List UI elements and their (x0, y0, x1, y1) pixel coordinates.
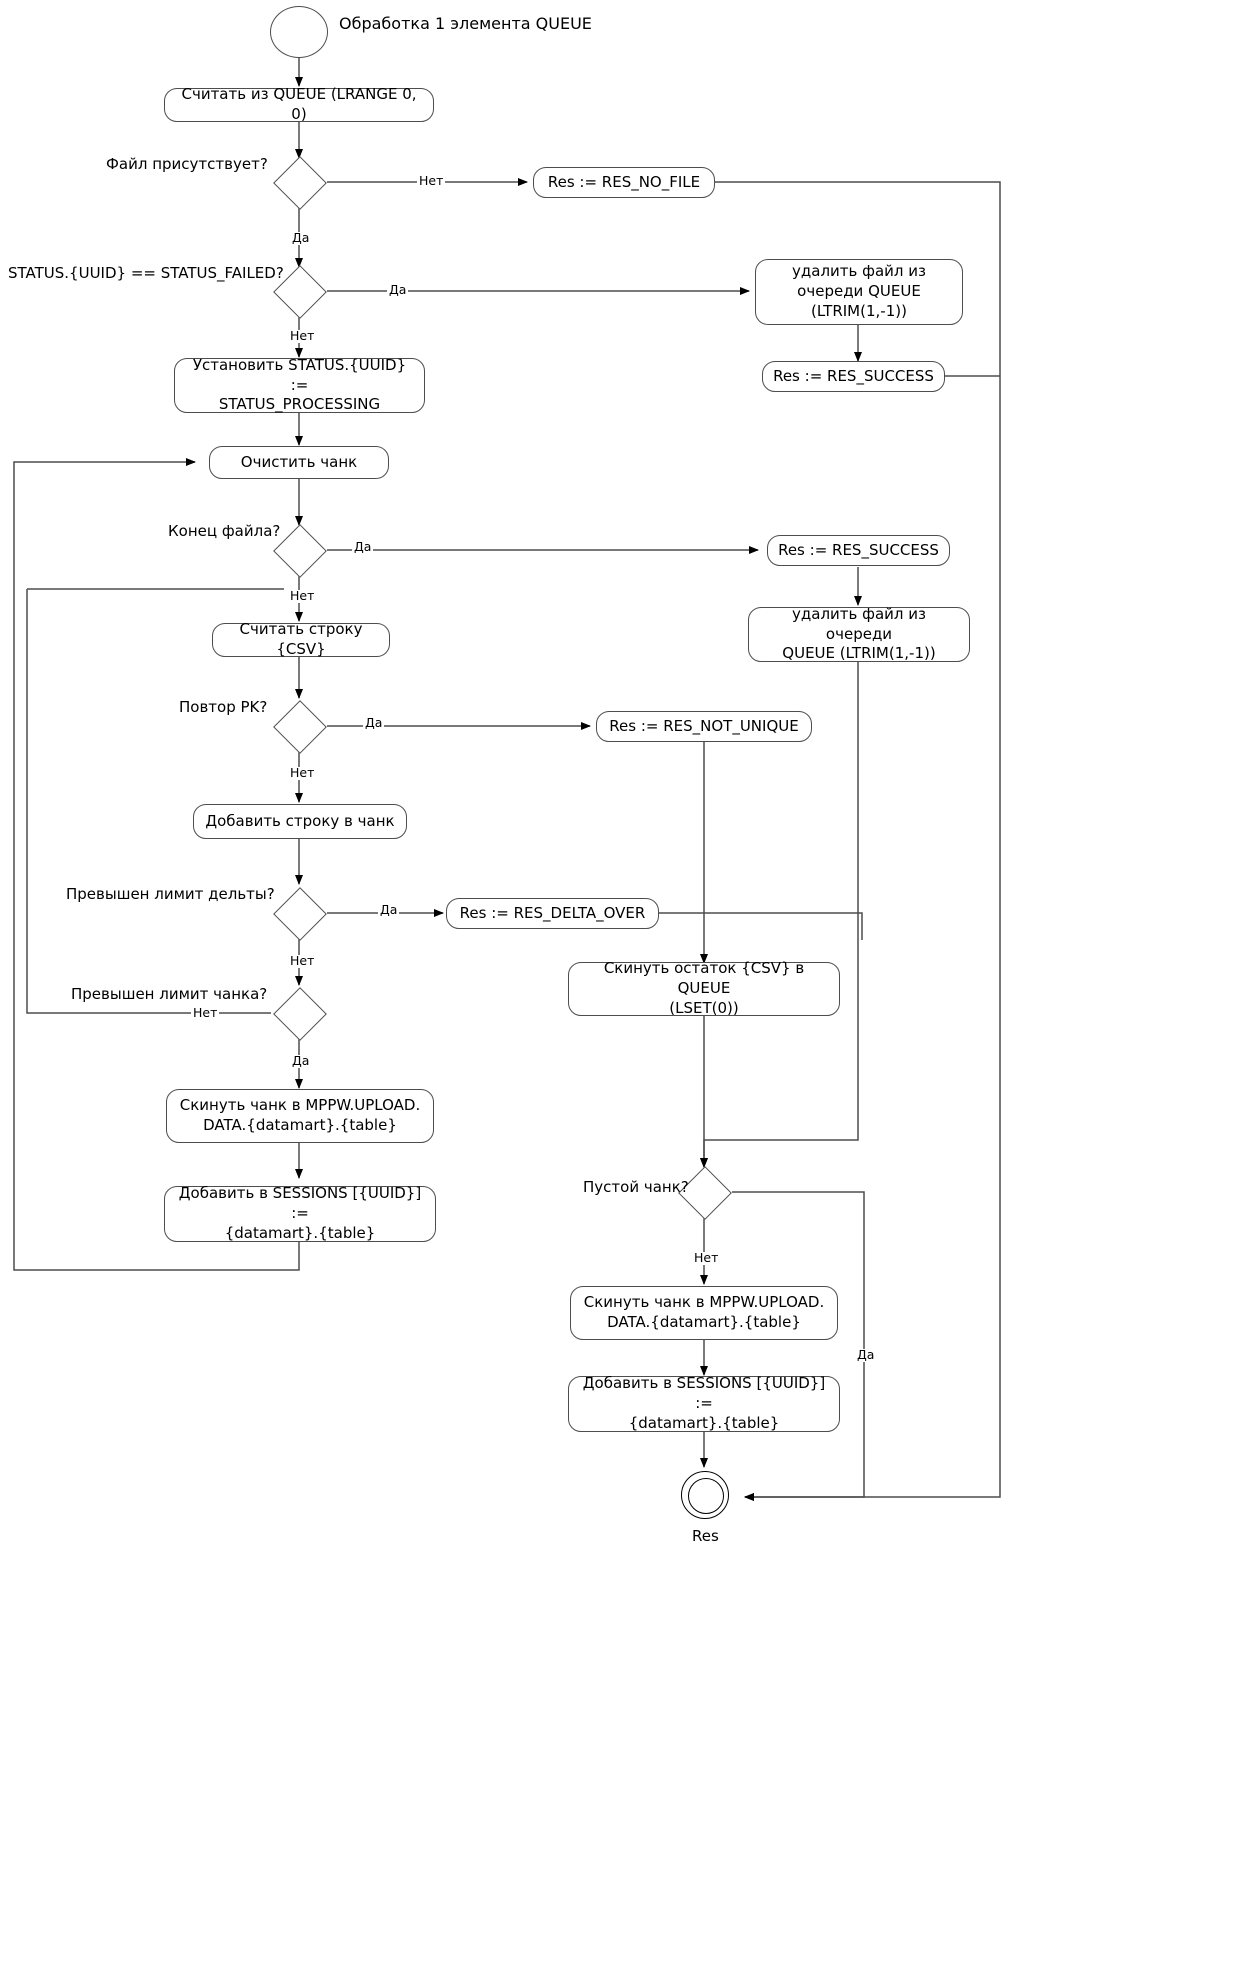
edge-chunk-no: Нет (191, 1005, 220, 1020)
decision-file-exists[interactable] (273, 156, 327, 210)
start-node (270, 6, 328, 58)
node-flush-rest-line2: (LSET(0)) (669, 998, 739, 1017)
label-status-failed: STATUS.{UUID} == STATUS_FAILED? (8, 264, 284, 282)
node-delete-file-queue-1-line1: удалить файл из (792, 262, 926, 281)
node-res-success-1[interactable]: Res := RES_SUCCESS (762, 361, 945, 392)
diagram-title: Обработка 1 элемента QUEUE (339, 14, 592, 33)
edge-pk-yes: Да (363, 715, 385, 730)
node-flush-chunk-1[interactable]: Скинуть чанк в MPPW.UPLOAD. DATA.{datama… (166, 1089, 434, 1143)
edge-eof-yes: Да (352, 539, 374, 554)
node-res-success-2[interactable]: Res := RES_SUCCESS (767, 535, 950, 566)
node-flush-rest-line1: Скинуть остаток {CSV} в QUEUE (603, 959, 805, 998)
node-delete-file-queue-2[interactable]: удалить файл из очереди QUEUE (LTRIM(1,-… (748, 604, 970, 663)
node-flush-rest-queue[interactable]: Скинуть остаток {CSV} в QUEUE (LSET(0)) (568, 959, 840, 1017)
node-delete-file-queue-2-line1: удалить файл из очереди (792, 604, 926, 643)
edge-delta-no: Нет (288, 953, 317, 968)
label-pk-repeat: Повтор PK? (179, 698, 268, 716)
node-flush-chunk-2-line1: Скинуть чанк в MPPW.UPLOAD. (583, 1293, 825, 1312)
node-clear-chunk[interactable]: Очистить чанк (209, 446, 389, 479)
label-delta-limit: Превышен лимит дельты? (66, 885, 275, 903)
node-add-sessions-2[interactable]: Добавить в SESSIONS [{UUID}] := {datamar… (568, 1374, 840, 1432)
node-read-queue[interactable]: Считать из QUEUE (LRANGE 0, 0) (164, 85, 434, 123)
node-set-status-line1: Установить STATUS.{UUID} := (192, 355, 407, 394)
label-chunk-limit: Превышен лимит чанка? (71, 985, 268, 1003)
node-set-status-line2: STATUS_PROCESSING (218, 395, 381, 414)
decision-pk-repeat[interactable] (273, 700, 327, 754)
node-read-csv-row[interactable]: Считать строку {CSV} (212, 620, 390, 658)
node-add-row-to-chunk[interactable]: Добавить строку в чанк (193, 804, 407, 839)
decision-eof[interactable] (273, 524, 327, 578)
node-delete-file-queue-2-line2: QUEUE (LTRIM(1,-1)) (782, 644, 936, 663)
node-res-not-unique[interactable]: Res := RES_NOT_UNIQUE (596, 711, 812, 742)
decision-chunk-limit[interactable] (273, 987, 327, 1041)
label-file-exists: Файл присутствует? (106, 155, 268, 173)
node-delete-file-queue-1-line2: очереди QUEUE (797, 282, 921, 301)
edge-delta-yes: Да (378, 902, 400, 917)
edge-eof-no: Нет (288, 588, 317, 603)
node-res-no-file[interactable]: Res := RES_NO_FILE (533, 167, 715, 198)
edge-empty-no: Нет (692, 1250, 721, 1265)
edge-file-exists-yes: Да (290, 230, 312, 245)
edge-status-failed-yes: Да (387, 282, 409, 297)
node-delete-file-queue-1-line3: (LTRIM(1,-1)) (811, 301, 907, 320)
edge-status-failed-no: Нет (288, 328, 317, 343)
edge-file-exists-no: Нет (417, 173, 446, 188)
node-res-delta-over[interactable]: Res := RES_DELTA_OVER (446, 898, 659, 929)
node-flush-chunk-2-line2: DATA.{datamart}.{table} (607, 1313, 801, 1331)
node-flush-chunk-1-line2: DATA.{datamart}.{table} (203, 1116, 397, 1134)
node-set-status-processing[interactable]: Установить STATUS.{UUID} := STATUS_PROCE… (174, 355, 425, 414)
end-node-inner (688, 1478, 724, 1514)
label-eof: Конец файла? (168, 522, 281, 540)
end-node-label: Res (692, 1527, 719, 1545)
node-flush-chunk-2[interactable]: Скинуть чанк в MPPW.UPLOAD. DATA.{datama… (570, 1286, 838, 1340)
node-add-sessions-2-line1: Добавить в SESSIONS [{UUID}] := (582, 1374, 826, 1413)
node-add-sessions-1-line1: Добавить в SESSIONS [{UUID}] := (178, 1184, 422, 1223)
edge-chunk-yes: Да (290, 1053, 312, 1068)
node-add-sessions-1-line2: {datamart}.{table} (224, 1223, 376, 1242)
node-add-sessions-2-line2: {datamart}.{table} (628, 1413, 780, 1432)
node-flush-chunk-1-line1: Скинуть чанк в MPPW.UPLOAD. (179, 1096, 421, 1115)
decision-delta-limit[interactable] (273, 887, 327, 941)
edge-pk-no: Нет (288, 765, 317, 780)
label-empty-chunk: Пустой чанк? (583, 1178, 689, 1196)
node-delete-file-queue-1[interactable]: удалить файл из очереди QUEUE (LTRIM(1,-… (755, 259, 963, 325)
node-add-sessions-1[interactable]: Добавить в SESSIONS [{UUID}] := {datamar… (164, 1184, 436, 1242)
edge-empty-yes: Да (855, 1347, 877, 1362)
